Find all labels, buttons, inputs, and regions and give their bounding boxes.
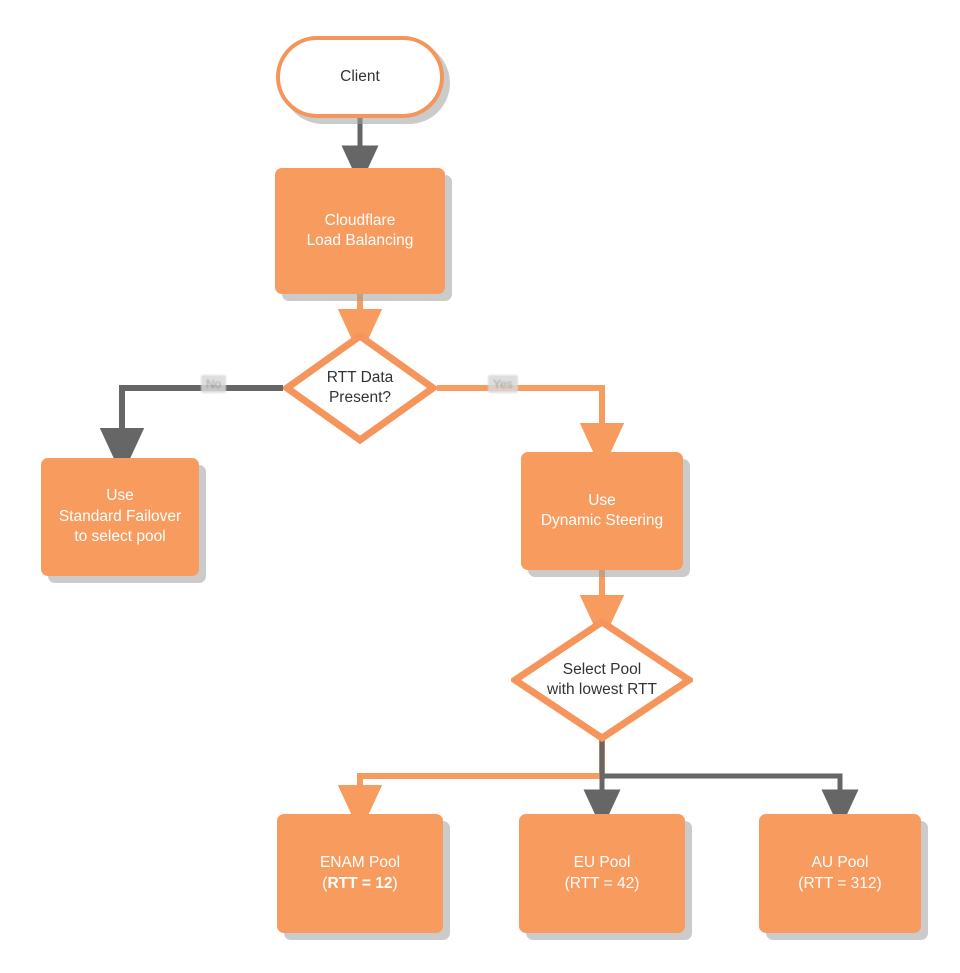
- eu-rtt-value: (RTT = 42): [564, 874, 640, 892]
- node-eu-pool-label: EU Pool (RTT = 42): [565, 853, 640, 894]
- node-client[interactable]: Client: [276, 36, 444, 118]
- enam-rtt-value: RTT = 12: [327, 874, 393, 892]
- node-au-pool-label: AU Pool (RTT = 312): [798, 853, 881, 894]
- line-1: Cloudflare: [324, 211, 396, 229]
- line-2: Present?: [328, 389, 392, 406]
- node-au-pool[interactable]: AU Pool (RTT = 312): [759, 814, 921, 933]
- edge-label-no: No: [201, 375, 227, 393]
- diamond-shape-icon: [511, 618, 693, 742]
- node-client-label: Client: [340, 67, 380, 85]
- node-dynamic-steering[interactable]: Use Dynamic Steering: [521, 452, 683, 570]
- line-1: Select Pool: [562, 660, 642, 678]
- node-standard-failover[interactable]: Use Standard Failover to select pool: [41, 458, 199, 576]
- line-2: Load Balancing: [306, 232, 414, 249]
- line-1: Use: [588, 491, 616, 509]
- node-eu-pool[interactable]: EU Pool (RTT = 42): [519, 814, 685, 933]
- line-1: RTT Data: [326, 368, 394, 386]
- line-1: EU Pool: [573, 854, 631, 872]
- node-rtt-data-present-label: RTT Data Present?: [319, 368, 402, 409]
- edge-select-pool-to-au: [602, 773, 859, 830]
- edge-rtt-no-to-standard-failover: [99, 385, 283, 476]
- line-1: ENAM Pool: [319, 854, 401, 872]
- node-enam-pool-label: ENAM Pool (RTT = 12): [320, 853, 400, 894]
- line-1: AU Pool: [811, 854, 869, 872]
- edge-label-yes: Yes: [488, 375, 518, 393]
- diamond-shape-icon: [283, 332, 437, 444]
- node-cloudflare-load-balancing-label: Cloudflare Load Balancing: [307, 211, 414, 252]
- au-rtt-value: (RTT = 312): [798, 874, 882, 892]
- line-2: (RTT = 12): [322, 874, 398, 892]
- line-3: to select pool: [74, 528, 166, 546]
- line-2: Standard Failover: [58, 507, 182, 525]
- node-standard-failover-label: Use Standard Failover to select pool: [59, 486, 181, 547]
- node-rtt-data-present[interactable]: RTT Data Present?: [283, 332, 437, 444]
- edge-rtt-yes-to-dynamic-steering: [437, 385, 625, 471]
- line-1: Use: [106, 487, 134, 505]
- node-cloudflare-load-balancing[interactable]: Cloudflare Load Balancing: [275, 168, 445, 294]
- node-select-pool-lowest-rtt-label: Select Pool with lowest RTT: [539, 660, 665, 701]
- node-dynamic-steering-label: Use Dynamic Steering: [541, 491, 663, 532]
- edge-select-pool-to-enam: [337, 740, 605, 833]
- node-select-pool-lowest-rtt[interactable]: Select Pool with lowest RTT: [511, 618, 693, 742]
- line-2: with lowest RTT: [547, 681, 657, 698]
- node-enam-pool[interactable]: ENAM Pool (RTT = 12): [277, 814, 443, 933]
- line-2: Dynamic Steering: [540, 512, 664, 529]
